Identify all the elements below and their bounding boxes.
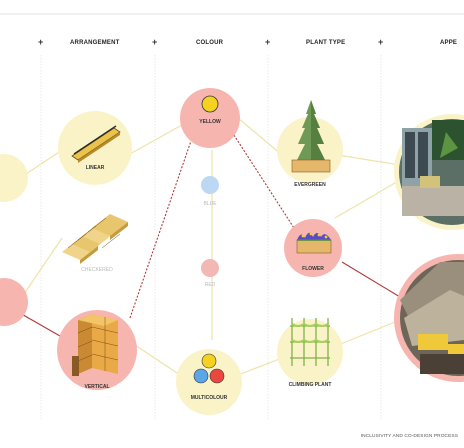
label-red: RED [204,282,216,288]
node-multicolour [176,349,242,415]
evergreen-icon [291,100,331,173]
label-multicolour: MULTICOLOUR [190,395,228,401]
checkered-icon [62,214,128,264]
plus-icon: + [38,37,44,47]
node-climbing-plant [277,319,343,385]
column-header-plant-type: PLANT TYPE [306,40,346,46]
node-yellow [180,88,240,148]
selected-path [17,131,406,337]
blue-dot [201,176,219,194]
label-evergreen: EVERGREEN [294,182,326,188]
multicolour-dots [193,353,225,384]
partial-node-left-top [0,154,28,202]
appearance-photo-top [394,114,464,230]
label-blue: BLUE [203,201,217,207]
plus-icon: + [265,37,271,47]
column-header-appearance: APPE [440,40,458,46]
red-dot [201,259,219,277]
column-header-colour: COLOUR [196,40,224,46]
flower-icon [296,232,332,254]
partial-node-left-bottom [0,278,28,326]
appearance-photo-bottom [394,254,464,382]
climbing-plant-icon [290,318,330,366]
label-yellow: YELLOW [199,119,221,125]
label-flower: FLOWER [302,266,324,272]
yellow-dot [201,95,219,113]
label-climbing-plant: CLIMBING PLANT [288,382,332,388]
label-linear: LINEAR [85,165,105,171]
label-vertical: VERTICAL [84,384,110,390]
footer-caption: INCLUSIVITY AND CO-DESIGN PROCESS [360,434,458,439]
linear-icon [71,125,121,163]
vertical-icon [72,314,119,376]
column-header-arrangement: ARRANGEMENT [70,40,120,46]
plus-icon: + [378,37,384,47]
plus-icon: + [152,37,158,47]
label-checkered: CHECKERED [81,267,113,273]
